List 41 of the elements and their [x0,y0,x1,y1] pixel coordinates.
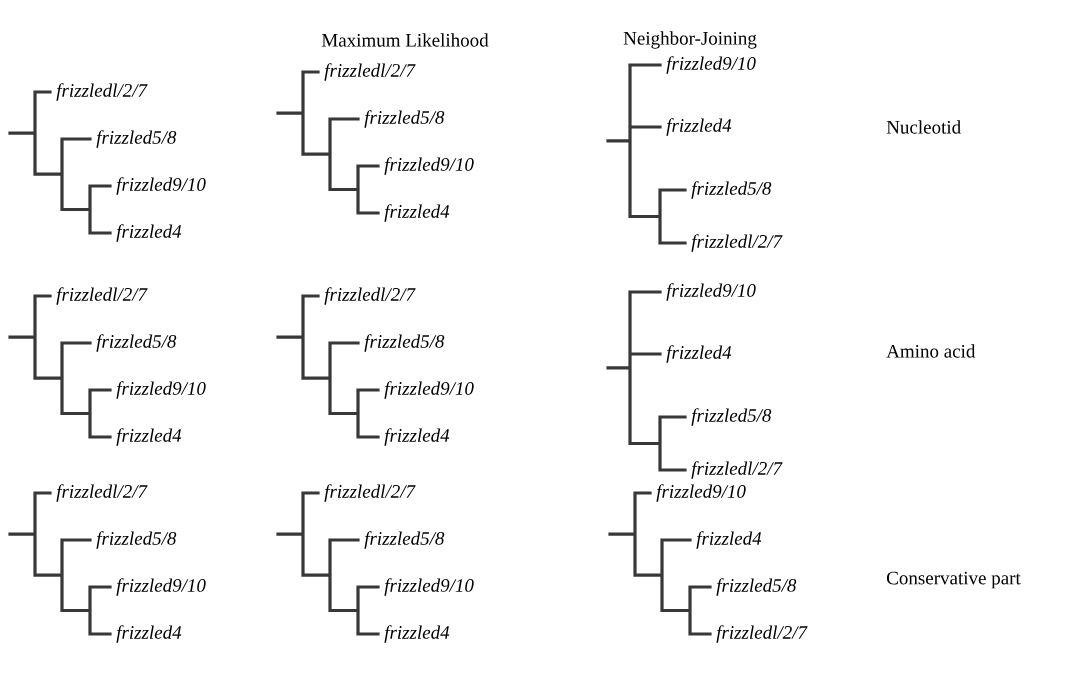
leaf-label: frizzledl/2/7 [324,287,416,305]
leaf-label: frizzledl/2/7 [324,484,416,502]
leaf-label: frizzledl/2/7 [56,83,148,101]
leaf-label: frizzledl/2/7 [716,625,808,643]
leaf-label: frizzled4 [696,531,762,549]
column-header: Maximum Likelihood [321,33,489,47]
leaf-label: frizzledl/2/7 [56,287,148,305]
leaf-label: frizzled9/10 [666,283,756,301]
leaf-label: frizzled5/8 [96,334,177,352]
leaf-label: frizzled5/8 [691,181,772,199]
leaf-label: frizzledl/2/7 [691,461,783,479]
leaf-label: frizzled9/10 [384,381,474,399]
row-label: Amino acid [886,344,976,358]
leaf-label: frizzledl/2/7 [691,234,783,252]
leaf-label: frizzled4 [116,224,182,242]
leaf-label: frizzled9/10 [384,157,474,175]
leaf-label: frizzled9/10 [384,578,474,596]
leaf-label: frizzled5/8 [96,130,177,148]
leaf-label: frizzled4 [666,345,732,363]
leaf-label: frizzled5/8 [691,408,772,426]
leaf-label: frizzled4 [384,204,450,222]
leaf-label: frizzled5/8 [364,531,445,549]
leaf-label: frizzled9/10 [116,177,206,195]
leaf-label: frizzled5/8 [96,531,177,549]
leaf-label: frizzled9/10 [116,578,206,596]
leaf-label: frizzled4 [384,625,450,643]
leaf-label: frizzled5/8 [364,334,445,352]
row-label: Conservative part [887,571,1021,589]
leaf-label: frizzledl/2/7 [324,63,416,81]
column-header: Neighbor-Joining [623,31,757,49]
leaf-label: frizzled4 [666,118,732,136]
leaf-label: frizzledl/2/7 [56,484,148,502]
leaf-label: frizzled9/10 [656,484,746,502]
leaf-label: frizzled9/10 [666,56,756,74]
leaf-label: frizzled4 [384,428,450,446]
leaf-label: frizzled9/10 [116,381,206,399]
leaf-label: frizzled5/8 [716,578,797,596]
leaf-label: frizzled4 [116,625,182,643]
leaf-label: frizzled4 [116,428,182,446]
leaf-label: frizzled5/8 [364,110,445,128]
row-label: Nucleotid [886,120,961,134]
